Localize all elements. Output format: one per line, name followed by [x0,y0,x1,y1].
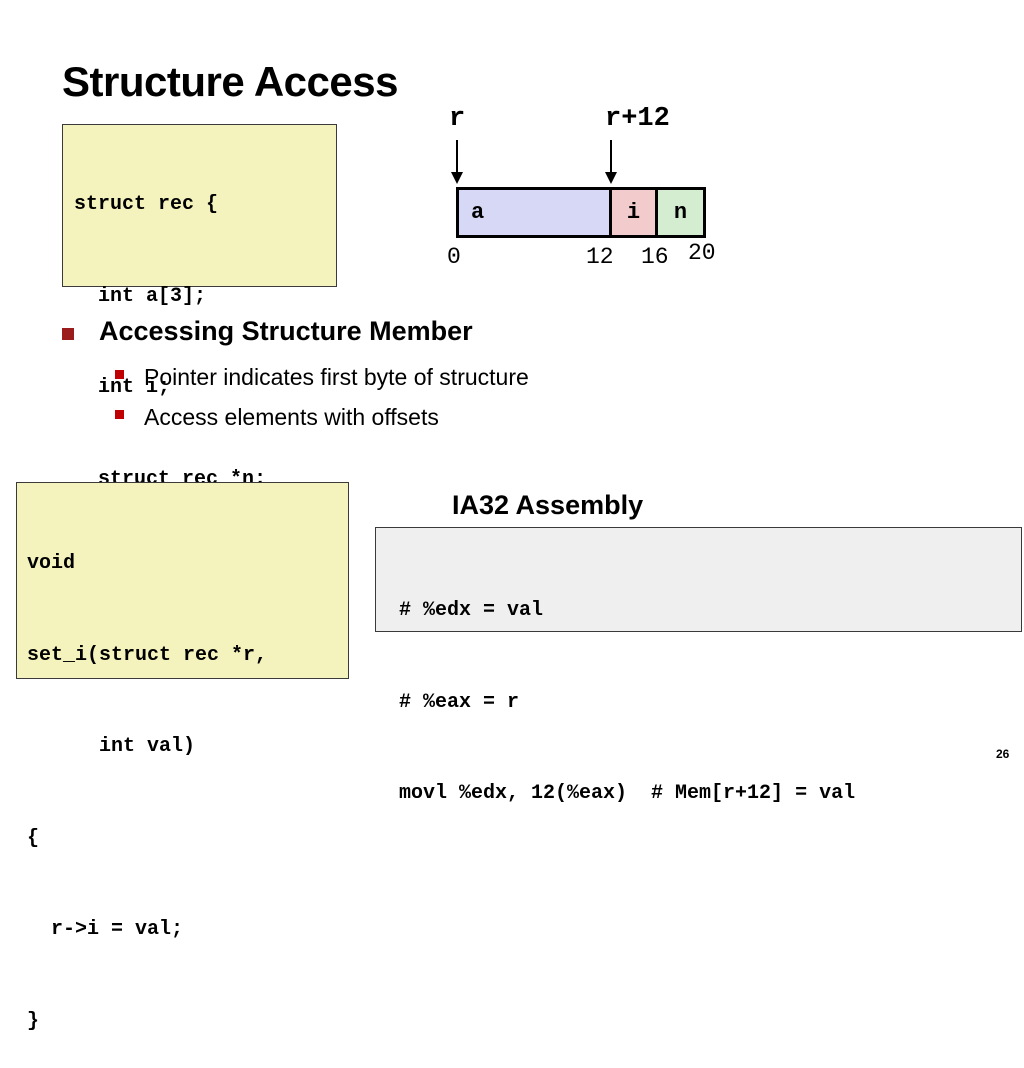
bullet-main-text: Accessing Structure Member [99,316,473,346]
offset-label: 12 [586,244,614,270]
code-line: set_i(struct rec *r, [27,643,268,667]
pointer-label-r: r [449,104,466,134]
bullet-square-icon [62,327,74,340]
code-line: int a[3]; [74,284,207,308]
code-line: int i; [74,376,171,399]
code-line: r->i = val; [27,918,184,941]
bullet-square-icon [115,370,124,379]
code-line: int val) [27,735,196,758]
memory-cell-a: a [456,187,612,238]
function-code: void set_i(struct rec *r, int val) { r->… [16,482,349,1033]
code-line: { [27,826,40,850]
pointer-arrow-r-plus-12 [610,140,612,174]
code-line: movl %edx, 12(%eax) # Mem[r+12] = val [399,782,856,805]
bullet-sub-text: Access elements with offsets [144,404,439,430]
slide-title: Structure Access [62,58,398,105]
bullet-square-icon [115,410,124,419]
struct-definition-code: struct rec { int a[3]; int i; struct rec… [62,124,337,582]
assembly-heading: IA32 Assembly [452,490,644,520]
offset-label: 0 [447,244,461,270]
pointer-arrow-r [456,140,458,174]
bullet-sub-text: Pointer indicates first byte of structur… [144,364,529,390]
offset-label: 20 [688,240,716,266]
pointer-label-r-plus-12: r+12 [605,104,670,134]
page-number: 26 [996,747,1010,761]
arrow-head-icon [451,172,463,184]
offset-label: 16 [641,244,669,270]
memory-cell-n: n [655,187,706,238]
assembly-code: # %edx = val # %eax = r movl %edx, 12(%e… [375,527,1022,805]
code-line: void [27,552,76,575]
memory-cell-i: i [609,187,658,238]
bullet-sub: Access elements with offsets [115,404,439,431]
bullet-sub: Pointer indicates first byte of structur… [115,364,529,391]
code-line: # %edx = val [399,599,544,622]
arrow-head-icon [605,172,617,184]
code-line: # %eax = r [399,690,520,714]
bullet-main: Accessing Structure Member [62,316,473,347]
code-line: } [27,1009,40,1033]
code-line: struct rec { [74,193,219,216]
